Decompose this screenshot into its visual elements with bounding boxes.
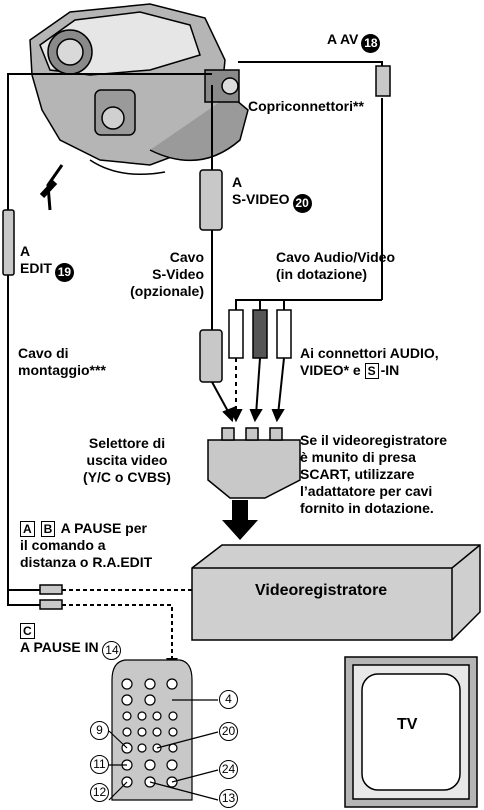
callout-24: 24 — [219, 760, 238, 779]
callout-20: 20 — [219, 722, 238, 741]
callout-12: 12 — [90, 783, 109, 802]
vcr-label: Videoregistratore — [255, 582, 388, 599]
callout-9: 9 — [90, 721, 109, 740]
camcorder-illustration — [29, 3, 249, 211]
tv-set — [344, 656, 478, 808]
callout-11: 11 — [90, 755, 109, 774]
pause-lines — [62, 589, 192, 660]
callout-13: 13 — [219, 789, 238, 808]
box-b: B — [40, 521, 56, 537]
svideo-cable-label: Cavo S-Video (opzionale) — [130, 249, 204, 299]
tv-label: TV — [397, 716, 418, 733]
callout-4: 4 — [219, 690, 238, 709]
box-a: A — [20, 521, 35, 537]
callout-lines — [108, 699, 219, 801]
video-output-selector-label: Selettore di uscita video (Y/C o CVBS) — [83, 435, 171, 485]
wiring — [7, 61, 383, 606]
arrow-to-vcr — [222, 500, 258, 540]
av-cable-label: Cavo Audio/Video (in dotazione) — [276, 249, 396, 282]
pause-in-number: 14 — [102, 641, 122, 660]
remote-control — [111, 659, 193, 801]
scart-note: Se il videoregistratore è munito di pres… — [300, 432, 448, 516]
box-c: C — [20, 623, 35, 639]
connectors-label: Ai connettori AUDIO,VIDEO* e S-IN — [300, 345, 439, 379]
av-terminal-number: 18 — [361, 34, 381, 53]
s-box: S — [364, 363, 379, 379]
connector-cover-label: Copriconnettori** — [248, 98, 364, 114]
edit-terminal-number: 19 — [54, 263, 74, 282]
plugs — [2, 65, 391, 610]
svideo-terminal-number: 20 — [292, 194, 312, 213]
editing-cable-label: Cavo di montaggio*** — [18, 345, 106, 378]
plug-arrows — [211, 357, 285, 423]
vcr-box — [191, 544, 481, 641]
scart-adapter — [207, 427, 301, 499]
